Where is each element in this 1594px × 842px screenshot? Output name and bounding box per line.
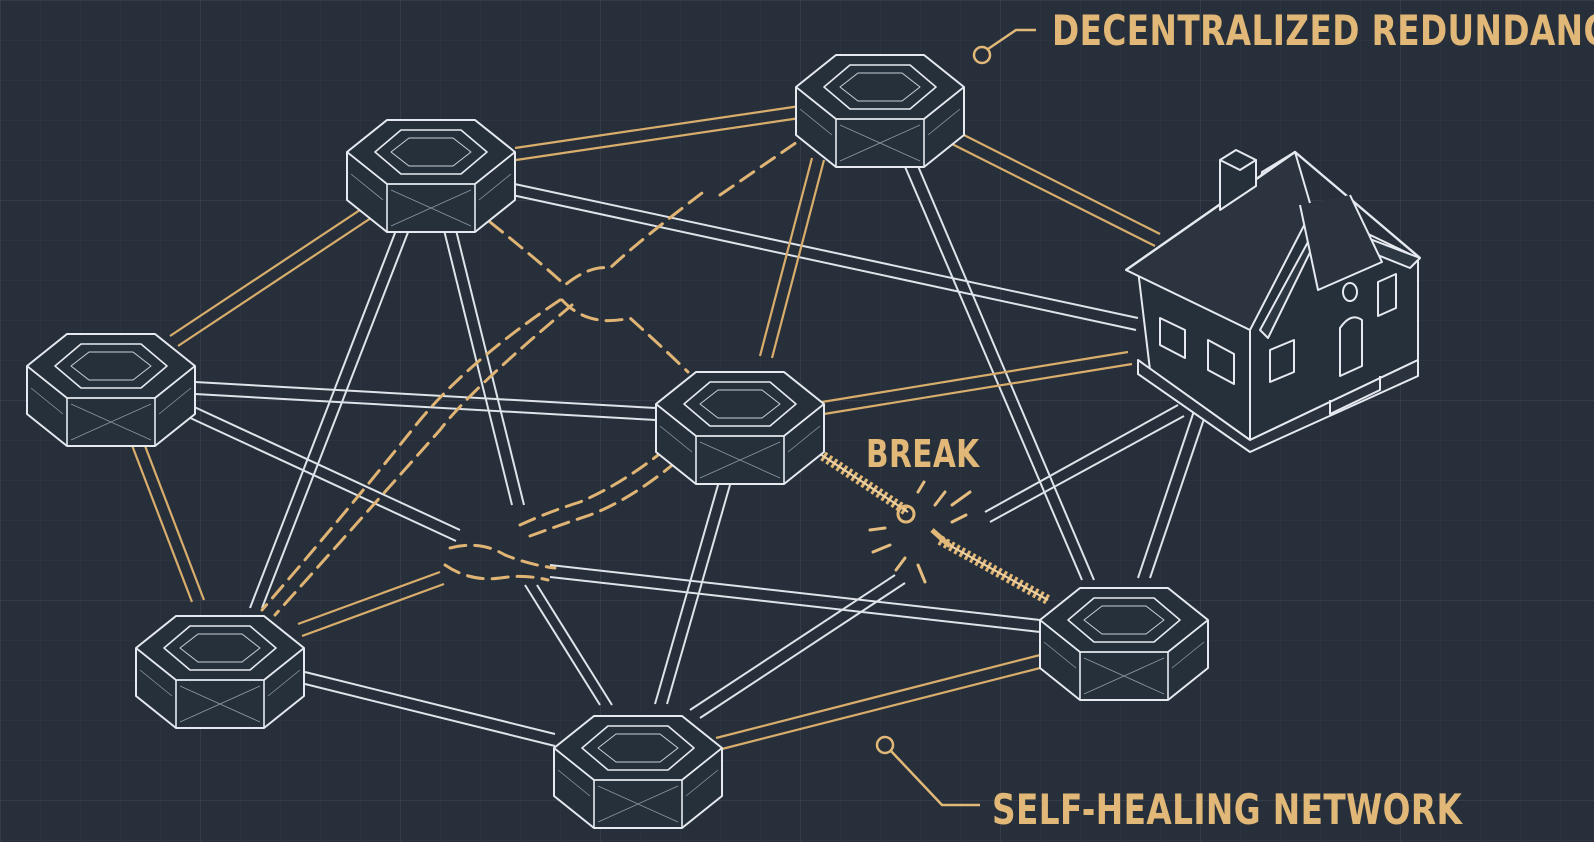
label-break: BREAK [866,432,980,476]
hexagon-node-icon [135,615,305,729]
hexagon-node-icon [795,54,965,168]
hexagon-node-icon [346,119,516,233]
hexagon-node-icon [553,715,723,829]
hexagon-node-icon [655,371,825,485]
house-icon [1125,149,1421,453]
callout-circle-icon [875,735,895,755]
hexagon-node-icon [1039,587,1209,701]
nodes [26,54,1209,829]
repair-paths [260,138,802,617]
callout-circle-icon [972,45,992,65]
links-gold [128,104,1161,752]
label-self-healing-network: SELF-HEALING NETWORK [992,785,1463,834]
hexagon-node-icon [26,333,196,447]
label-decentralized-redundancy: DECENTRALIZED REDUNDANCY [1052,6,1594,55]
break-rope [805,441,1051,605]
links-white [185,151,1208,747]
callouts [875,28,1036,807]
spark-marks [868,480,972,584]
